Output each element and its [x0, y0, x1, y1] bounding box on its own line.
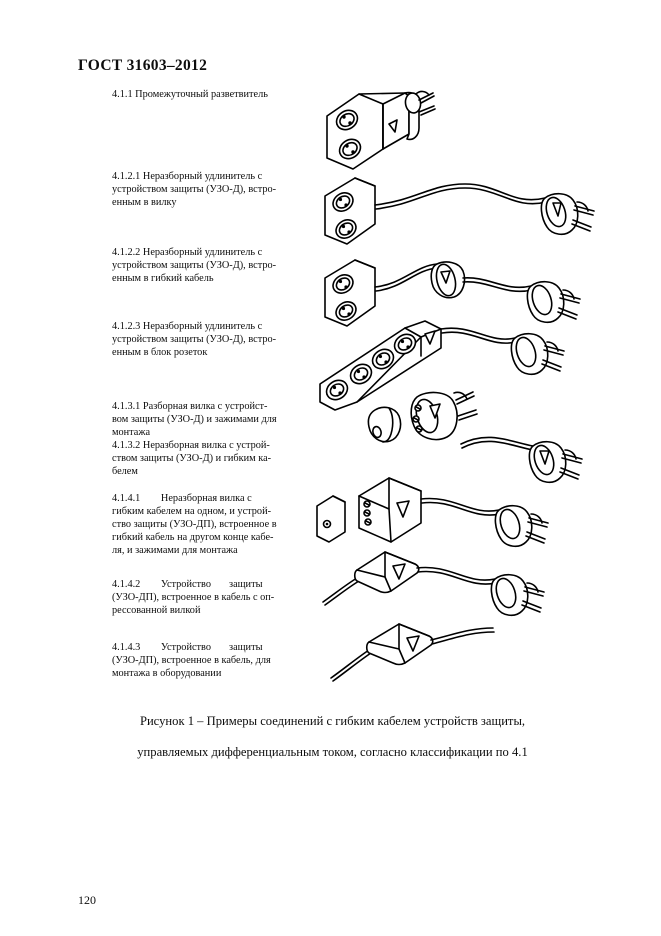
caption-4-1-4-3: 4.1.4.3 Устройство защиты (УЗО-ДП), встр… [112, 641, 313, 680]
caption-line: гибкий кабель на другом конце кабе- [112, 532, 274, 544]
caption-line: устройством защиты (УЗО-Д), встро- [112, 260, 277, 272]
caption-line: (УЗО-ДП), встроенное в кабель с оп- [112, 592, 275, 604]
illustration-prcd-terminals-plug [316, 477, 549, 548]
caption-4-1-2-1: 4.1.2.1 Неразборный удлинитель с устройс… [112, 170, 313, 209]
caption-line: ством защиты (УЗО-Д) и гибким ка- [112, 453, 272, 465]
caption-4-1-4-1: 4.1.4.1 Неразборная вилка с гибким кабел… [112, 492, 313, 557]
illustration-prcd-moulded-plug [322, 551, 545, 617]
caption-4-1-2-2: 4.1.2.2 Неразборный удлинитель с устройс… [112, 246, 313, 285]
figure-caption-line-1: Рисунок 1 – Примеры соединений с гибким … [139, 714, 526, 728]
illustration-moulded-plug-rcd-cable [460, 436, 583, 484]
caption-4-1-3: 4.1.3.1 Разборная вилка с устройст- вом … [112, 400, 313, 479]
caption-line: (УЗО-ДП), встроенное в кабель, для [112, 655, 271, 667]
caption-line: 4.1.4.1 Неразборная вилка с [112, 493, 252, 504]
caption-line: вом защиты (УЗО-Д) и зажимами для [112, 414, 277, 426]
illustration-extension-socket-plug-rcd [324, 177, 595, 245]
caption-4-1-4-2: 4.1.4.2 Устройство защиты (УЗО-ДП), встр… [112, 578, 313, 617]
caption-line: монтажа [112, 427, 151, 439]
caption-line: рессованной вилкой [112, 605, 201, 617]
document-header: ГОСТ 31603–2012 [78, 57, 208, 74]
figure-1-drawing [316, 90, 595, 682]
caption-line: 4.1.3.1 Разборная вилка с устройст- [112, 401, 268, 412]
caption-line: белем [112, 466, 138, 478]
caption-line: 4.1.1 Промежуточный разветвитель [112, 89, 268, 100]
caption-line: ля, и зажимами для монтажа [112, 545, 238, 557]
page-number: 120 [78, 893, 96, 907]
caption-line: енным в вилку [112, 197, 177, 209]
figure-caption-line-2: управляемых дифференциальным током, согл… [137, 745, 528, 759]
caption-line: монтажа в оборудовании [112, 668, 222, 680]
caption-4-1-1: 4.1.1 Промежуточный разветвитель [112, 88, 313, 101]
illustration-intermediate-adaptor [326, 90, 436, 170]
caption-line: енным в блок розеток [112, 347, 208, 359]
caption-line: 4.1.2.2 Неразборный удлинитель с [112, 247, 263, 258]
caption-line: 4.1.3.2 Неразборная вилка с устрой- [112, 440, 270, 452]
caption-line: 4.1.4.3 Устройство защиты [112, 642, 263, 653]
caption-line: 4.1.4.2 Устройство защиты [112, 579, 263, 590]
caption-4-1-2-3: 4.1.2.3 Неразборный удлинитель с устройс… [112, 320, 313, 359]
caption-line: устройством защиты (УЗО-Д), встро- [112, 334, 277, 346]
illustration-prcd-inline-equipment [330, 623, 495, 682]
caption-line: енным в гибкий кабель [112, 273, 214, 285]
caption-line: 4.1.2.1 Неразборный удлинитель с [112, 171, 263, 182]
caption-line: ство защиты (УЗО-ДП), встроенное в [112, 519, 277, 531]
caption-line: устройством защиты (УЗО-Д), встро- [112, 184, 277, 196]
caption-line: 4.1.2.3 Неразборный удлинитель с [112, 321, 263, 332]
caption-line: гибким кабелем на одном, и устрой- [112, 506, 272, 518]
illustration-extension-cable-rcd [324, 259, 581, 327]
figure-caption: Рисунок 1 – Примеры соединений с гибким … [60, 706, 605, 768]
illustration-rewireable-plug-rcd [367, 391, 478, 443]
illustration-socket-block-rcd [319, 320, 565, 411]
figure-illustrations [313, 72, 633, 692]
